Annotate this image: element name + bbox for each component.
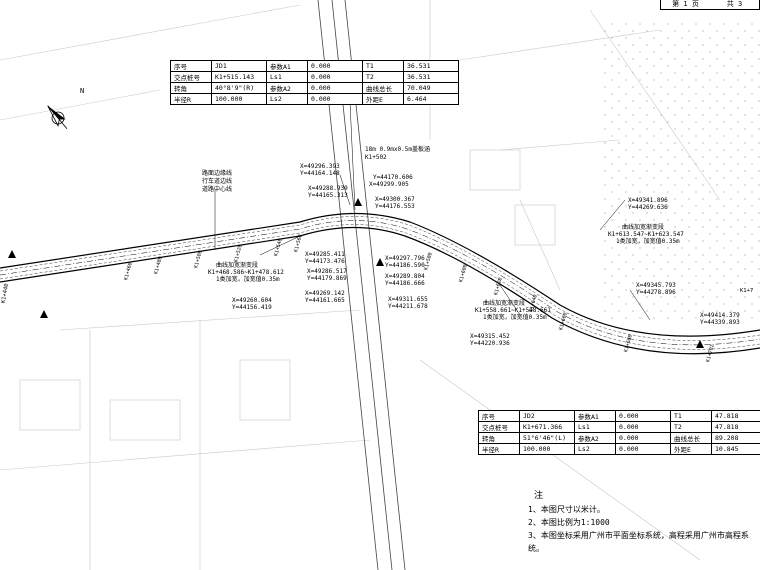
road-line-legend: 路面边缘线 行车道边线 道路中心线: [202, 170, 232, 194]
legend-edge: 路面边缘线: [202, 170, 233, 177]
legend-centerline: 道路中心线: [202, 186, 233, 193]
curve-table-cell: K1+671.366: [519, 421, 575, 433]
curve-table-cell: 参数A1: [574, 410, 616, 422]
road-alignment: [0, 212, 760, 355]
curve-table-cell: Ls1: [266, 71, 308, 83]
widening-label-2: 曲线加宽渐变段 K1+558.661~K1+548.661 1类加宽，加宽值0.…: [475, 300, 551, 321]
curve-table-cell: 36.531: [403, 60, 459, 72]
curve-table-cell: 转角: [478, 432, 520, 444]
curve-table-cell: 100.000: [211, 93, 267, 105]
curve-table-cell: 47.818: [711, 410, 760, 422]
curve-table-cell: 0.000: [307, 82, 363, 94]
widening-label-3: 曲线加宽渐变段 K1+613.547~K1+623.547 1类加宽，加宽值0.…: [608, 224, 684, 245]
curve-table-cell: 交点桩号: [170, 71, 212, 83]
curve-table-cell: T1: [362, 60, 404, 72]
curve-table-cell: 交点桩号: [478, 421, 520, 433]
hatched-area: [600, 20, 760, 320]
curve-table-cell: 参数A2: [574, 432, 616, 444]
page-total: 共 3: [726, 0, 743, 8]
curve-table-cell: 10.845: [711, 443, 760, 455]
curve-table-cell: 参数A2: [266, 82, 308, 94]
note-item: 3、本图坐标采用广州市平面坐标系统，高程采用广州市高程系统。: [528, 531, 749, 553]
curve-table-cell: 外距E: [670, 443, 712, 455]
notes-heading: 注: [534, 491, 544, 501]
curve-table-cell: T1: [670, 410, 712, 422]
curve-table-cell: 参数A1: [266, 60, 308, 72]
curve-table-cell: 100.000: [519, 443, 575, 455]
survey-markers: [8, 198, 704, 348]
curve-table-cell: 0.000: [615, 421, 671, 433]
page-header: 第 1 页 共 3: [660, 0, 760, 10]
curve-table-cell: 曲线总长: [670, 432, 712, 444]
curve-table-cell: 外距E: [362, 93, 404, 105]
curve-table-cell: JD2: [519, 410, 575, 422]
curve-table-cell: T2: [362, 71, 404, 83]
curve-table-cell: 转角: [170, 82, 212, 94]
curve-table-cell: 0.000: [615, 410, 671, 422]
curve-table-cell: JD1: [211, 60, 267, 72]
leader-lines: [214, 101, 651, 321]
curve-table-cell: 0.000: [615, 432, 671, 444]
curve-table-cell: Ls2: [574, 443, 616, 455]
curve-table-cell: 0.000: [307, 93, 363, 105]
curve-table-cell: Ls2: [266, 93, 308, 105]
curve-table-cell: 半径R: [478, 443, 520, 455]
curve-table-cell: T2: [670, 421, 712, 433]
curve-table-cell: 89.208: [711, 432, 760, 444]
curve-table-cell: 半径R: [170, 93, 212, 105]
culvert-label: 18m 0.9mx0.5m盖板涵 K1+502: [365, 146, 430, 161]
curve-table-cell: 51°6'46"(L): [519, 432, 575, 444]
curve-table-cell: 序号: [478, 410, 520, 422]
curve-table-cell: 序号: [170, 60, 212, 72]
note-item: 1、本图尺寸以米计。: [528, 505, 605, 514]
curve-table-cell: 70.049: [403, 82, 459, 94]
coord-label: X=49299.905: [369, 181, 409, 188]
widening-label-1: 曲线加宽渐变段 K1+468.586~K1+478.612 1类加宽，加宽值0.…: [208, 262, 284, 283]
curve-table-cell: 0.000: [615, 443, 671, 455]
curve-table-cell: K1+515.143: [211, 71, 267, 83]
curve-table-cell: 0.000: [307, 71, 363, 83]
curve-table-cell: 47.818: [711, 421, 760, 433]
curve-table-cell: 6.464: [403, 93, 459, 105]
north-arrow-icon: [47, 105, 68, 129]
curve-table-cell: 曲线总长: [362, 82, 404, 94]
curve-table-cell: Ls1: [574, 421, 616, 433]
page-number: 第 1 页: [672, 0, 699, 8]
curve-table-cell: 40°8'9"(R): [211, 82, 267, 94]
note-item: 2、本图比例为1:1000: [528, 518, 610, 527]
legend-lane: 行车道边线: [202, 178, 233, 185]
coord-label: Y=44170.606: [373, 174, 413, 181]
notes: 注 1、本图尺寸以米计。 2、本图比例为1:1000 3、本图坐标采用广州市平面…: [528, 490, 760, 555]
curve-table-cell: 36.531: [403, 71, 459, 83]
curve-table-cell: 0.000: [307, 60, 363, 72]
station-label: K1+7: [740, 288, 754, 294]
north-label: N: [80, 87, 85, 95]
